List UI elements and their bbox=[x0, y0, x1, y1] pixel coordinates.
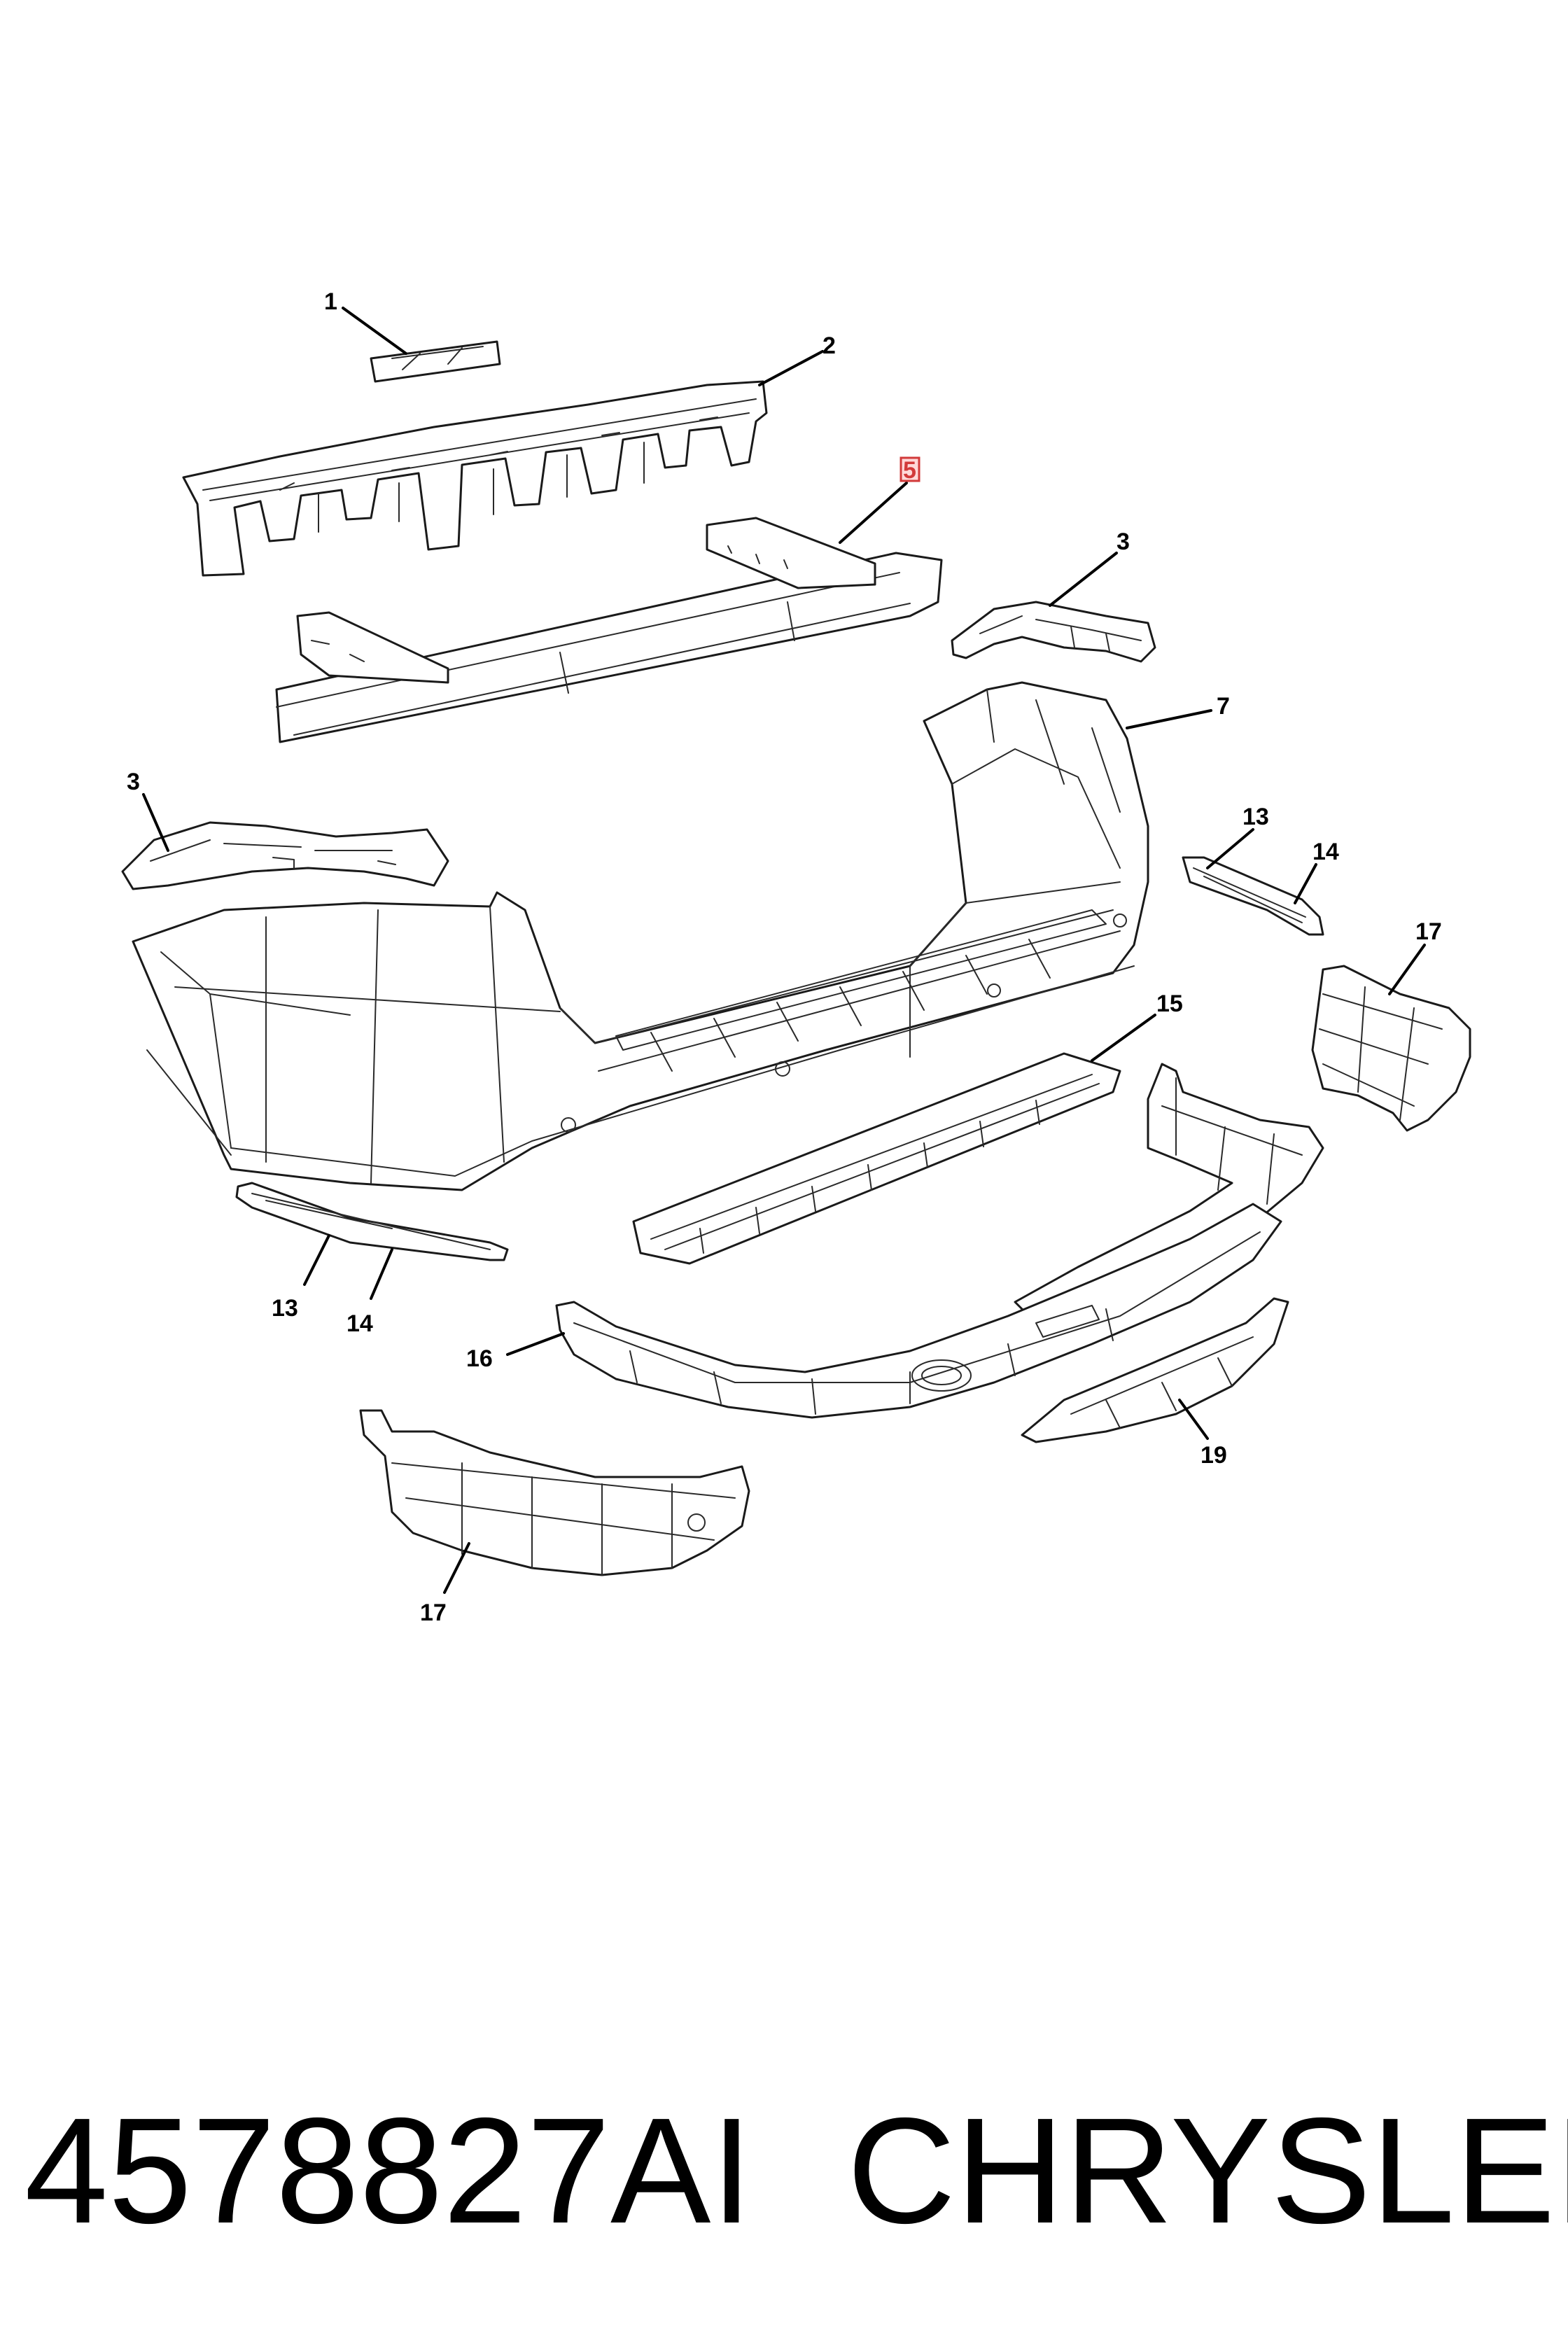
part-13-14-reflector-left bbox=[235, 1182, 509, 1261]
callout-3-left: 3 bbox=[127, 769, 140, 795]
callout-5: 5 bbox=[903, 457, 916, 484]
callout-5-highlight bbox=[899, 456, 920, 482]
part-16-lower-valance bbox=[555, 1203, 1282, 1419]
callout-3-upper: 3 bbox=[1116, 528, 1130, 555]
callout-13-left: 13 bbox=[272, 1295, 298, 1322]
callout-14-left: 14 bbox=[346, 1310, 373, 1337]
callout-17-right: 17 bbox=[1415, 918, 1442, 945]
callout-numbers: 1 2 5 3 3 7 13 14 17 15 13 14 16 19 17 bbox=[127, 288, 1442, 1626]
brand-name: CHRYSLER bbox=[847, 2086, 1568, 2255]
leader-lines bbox=[142, 307, 1426, 1594]
part-2-energy-absorber bbox=[182, 380, 768, 577]
part-19-lower-trim bbox=[1021, 1297, 1289, 1443]
callout-15: 15 bbox=[1156, 990, 1183, 1017]
footer: 4578827AI CHRYSLER bbox=[24, 2086, 1568, 2255]
part-17-corner-right bbox=[1311, 965, 1471, 1132]
callout-7: 7 bbox=[1217, 693, 1230, 720]
callout-14-right: 14 bbox=[1312, 839, 1339, 865]
callout-19: 19 bbox=[1200, 1442, 1227, 1469]
part-7-rear-fascia bbox=[132, 681, 1149, 1191]
part-3-bracket-left bbox=[121, 821, 449, 890]
callout-17-left: 17 bbox=[420, 1600, 447, 1626]
callout-1: 1 bbox=[324, 288, 337, 315]
part-13-14-reflector-right bbox=[1182, 856, 1324, 936]
part-3-bracket-right bbox=[951, 601, 1156, 663]
part-number: 4578827AI bbox=[24, 2086, 752, 2255]
part-5-reinforcement-beam bbox=[275, 517, 943, 743]
callout-2: 2 bbox=[822, 332, 836, 359]
part-15-step-pad bbox=[632, 1052, 1121, 1265]
part-17-corner-left bbox=[359, 1409, 750, 1576]
callout-16: 16 bbox=[466, 1345, 493, 1372]
part-1-bracket bbox=[370, 340, 501, 383]
callout-13-right: 13 bbox=[1242, 804, 1269, 830]
